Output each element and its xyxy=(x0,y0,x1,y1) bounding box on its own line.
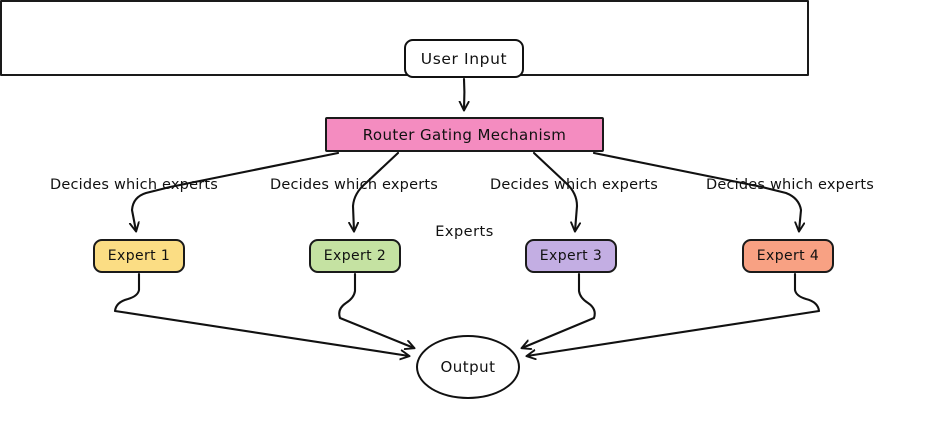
node-expert-4-label: Expert 4 xyxy=(756,248,820,264)
edge-router-expert3 xyxy=(532,151,577,231)
node-user-input-label: User Input xyxy=(420,49,508,68)
node-expert-3-label: Expert 3 xyxy=(539,248,603,264)
node-output[interactable]: Output xyxy=(416,335,520,399)
edge-label-router-expert3: Decides which experts xyxy=(490,177,658,193)
node-output-label: Output xyxy=(440,358,496,376)
node-user-input[interactable]: User Input xyxy=(404,39,524,78)
node-expert-4[interactable]: Expert 4 xyxy=(742,239,834,273)
node-router-label: Router Gating Mechanism xyxy=(362,125,567,144)
edge-expert1-output xyxy=(113,272,409,356)
edge-router-expert2 xyxy=(353,151,400,231)
experts-container-label: Experts xyxy=(435,224,494,240)
node-expert-2-label: Expert 2 xyxy=(323,248,387,264)
node-expert-1-label: Expert 1 xyxy=(107,248,171,264)
edge-label-router-expert2: Decides which experts xyxy=(270,177,438,193)
edge-label-router-expert1: Decides which experts xyxy=(50,177,218,193)
edge-expert3-output xyxy=(522,272,596,348)
node-expert-2[interactable]: Expert 2 xyxy=(309,239,401,273)
edge-expert2-output xyxy=(338,272,414,348)
edge-router-expert1 xyxy=(132,151,340,231)
edge-label-router-expert4: Decides which experts xyxy=(706,177,874,193)
edge-expert4-output xyxy=(527,272,821,356)
edge-router-expert4 xyxy=(592,151,801,231)
node-router-gating-mechanism[interactable]: Router Gating Mechanism xyxy=(325,117,604,152)
node-expert-1[interactable]: Expert 1 xyxy=(93,239,185,273)
node-expert-3[interactable]: Expert 3 xyxy=(525,239,617,273)
